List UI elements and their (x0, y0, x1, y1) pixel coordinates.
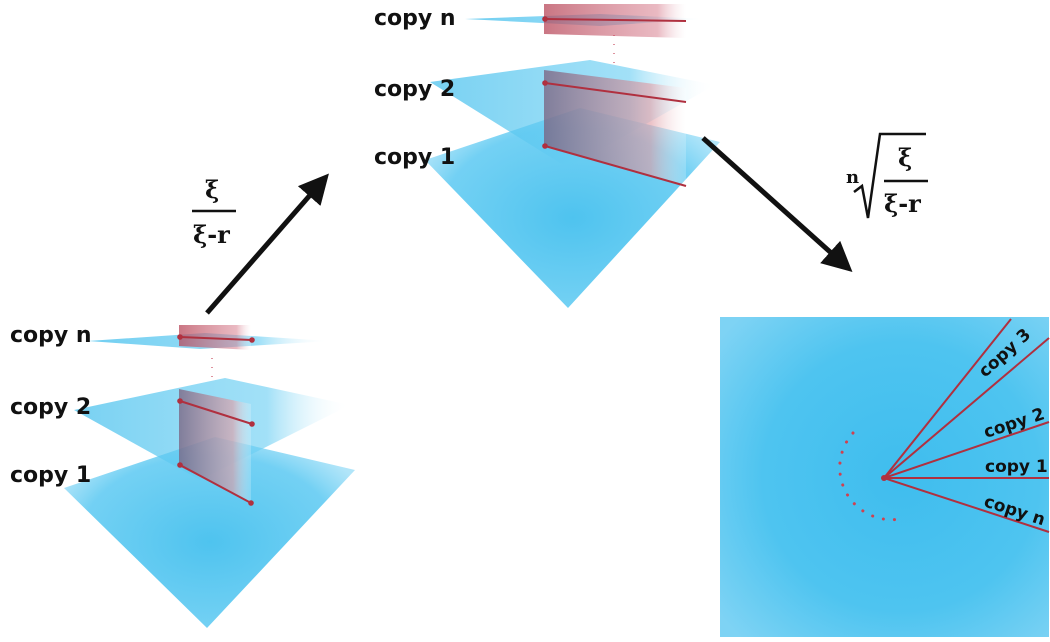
formula2-numerator: ξ (898, 143, 912, 172)
formula2-radical-sign (853, 132, 926, 219)
left-stack: copy n copy 2 copy 1 (10, 323, 355, 628)
middle-cut-slab (544, 70, 686, 186)
left-label-copyn: copy n (10, 323, 92, 348)
left-cut-point (177, 334, 183, 340)
formula2-denominator: ξ-r (884, 189, 921, 218)
middle-cut-point (542, 143, 548, 149)
middle-cut-line-copy2 (544, 82, 687, 103)
panel-label-copy1: copy 1 (985, 457, 1048, 477)
middle-cut-line-copyn (544, 18, 687, 22)
middle-stack: copy n copy 2 copy 1 (374, 4, 720, 308)
middle-cut-line-copy1 (544, 145, 687, 187)
left-cut-point (249, 421, 255, 427)
formula2-root-index: n (846, 167, 859, 188)
dotted-arc (838, 431, 902, 522)
left-cut-line-copy2 (179, 400, 253, 425)
formula1-numerator: ξ (205, 175, 219, 204)
left-cut-point (248, 500, 254, 506)
middle-cut-point (542, 80, 548, 86)
left-sheet-copy1 (64, 437, 355, 628)
formula-ratio: ξ ξ-r (192, 175, 236, 249)
left-cut-point (249, 337, 255, 343)
arrow-up-right (205, 173, 329, 315)
middle-cut-slab-top (544, 4, 686, 38)
ray-copy3 (883, 337, 1050, 479)
left-cut-line-copy1 (179, 464, 252, 504)
left-label-copy1: copy 1 (10, 463, 91, 488)
middle-label-copy1: copy 1 (374, 145, 455, 170)
middle-cut-point (542, 16, 548, 22)
arrow-down-right (701, 136, 853, 273)
unrolled-panel: copy 3 copy 2 copy 1 copy n (720, 317, 1050, 637)
left-cut-line-copyn (179, 336, 253, 341)
formula1-denominator: ξ-r (193, 220, 230, 249)
left-cut-point (177, 462, 183, 468)
middle-label-copy2: copy 2 (374, 77, 455, 102)
left-label-copy2: copy 2 (10, 395, 91, 420)
ray-copyn (883, 477, 1050, 533)
left-cut-point (177, 398, 183, 404)
branch-point (881, 475, 887, 481)
formula-nth-root: n ξ ξ-r (846, 132, 928, 219)
middle-label-copyn: copy n (374, 6, 456, 31)
ray-copy2 (883, 421, 1050, 479)
ray-copy3-upper (883, 318, 1012, 479)
